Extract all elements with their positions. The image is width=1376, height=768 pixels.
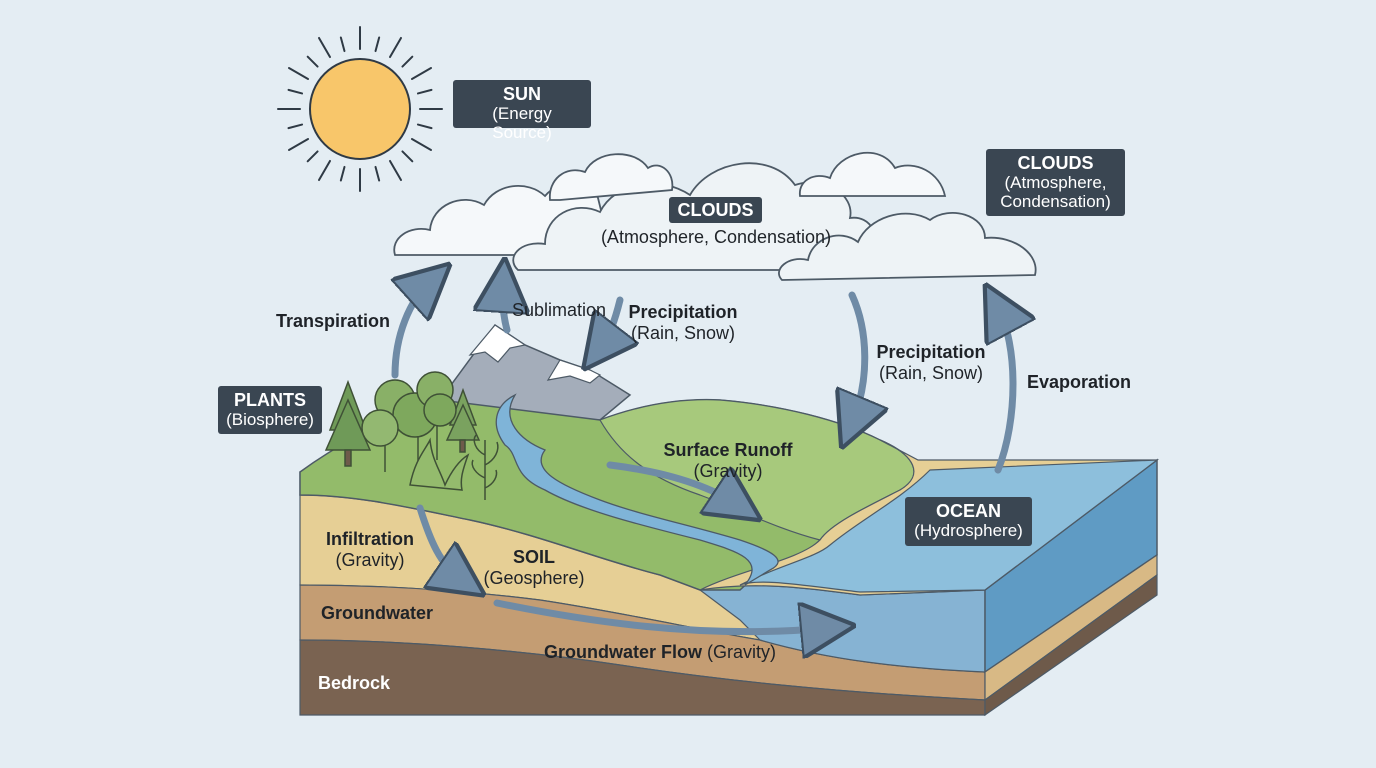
clouds-right-tag-line1: (Atmosphere, xyxy=(1004,173,1107,193)
sun-ray xyxy=(287,123,304,130)
clouds-right-tag-line2: Condensation) xyxy=(1000,192,1111,212)
sun-ray xyxy=(287,67,310,80)
sun-ray xyxy=(287,138,310,151)
sun-ray xyxy=(389,159,402,182)
transpiration-arrow xyxy=(395,282,430,379)
cloud-icon xyxy=(778,212,1037,281)
plants-tag: PLANTS (Biosphere) xyxy=(218,386,322,434)
sublimation-label: Sublimation xyxy=(511,300,607,320)
sun-icon xyxy=(277,26,443,192)
groundwater-flow-title: Groundwater Flow xyxy=(544,642,703,662)
groundwater-label: Groundwater xyxy=(320,603,433,623)
surface-runoff-label: Surface Runoff (Gravity) xyxy=(663,440,793,481)
river xyxy=(495,393,779,586)
infiltration-arrow xyxy=(416,504,462,580)
sun-ray xyxy=(401,55,414,68)
sun-ray xyxy=(339,165,346,182)
evaporation-label: Evaporation xyxy=(1026,372,1132,392)
sun-ray xyxy=(410,67,433,80)
precipitation-arrow-mountain xyxy=(600,296,620,348)
clouds-right-tag-title: CLOUDS xyxy=(1017,153,1094,173)
cloud-icon xyxy=(799,152,947,197)
sun-ray xyxy=(410,138,433,151)
ocean-body xyxy=(698,458,1158,717)
transpiration-label: Transpiration xyxy=(275,311,391,331)
clouds-center-subtitle: (Atmosphere, Condensation) xyxy=(600,227,832,247)
ocean-tag-subtitle: (Hydrosphere) xyxy=(914,521,1023,541)
sublimation-arrow xyxy=(503,285,507,334)
sun-ray xyxy=(287,88,304,95)
sun-tag: SUN (Energy Source) xyxy=(453,80,591,142)
precipitation-ocean-label: Precipitation (Rain, Snow) xyxy=(876,342,986,383)
sun-tag-subtitle: (Energy Source) xyxy=(492,104,552,143)
infiltration-label: Infiltration (Gravity) xyxy=(326,529,414,570)
groundwater-flow-subtitle: (Gravity) xyxy=(707,642,777,662)
sun-ray xyxy=(389,36,402,59)
sun-ray xyxy=(416,88,433,95)
sun-ray xyxy=(306,150,319,163)
sun-ray xyxy=(401,150,414,163)
ocean-tag-title: OCEAN xyxy=(935,501,1001,521)
ocean-tag: OCEAN (Hydrosphere) xyxy=(905,497,1032,546)
sun-ray xyxy=(374,36,381,53)
groundwater-flow-label: Groundwater Flow (Gravity) xyxy=(544,642,776,663)
sun-ray xyxy=(318,36,331,59)
trees-icon xyxy=(324,371,499,500)
sun-ray xyxy=(416,123,433,130)
sun-ray xyxy=(374,165,381,182)
cloud-icon xyxy=(549,153,674,201)
soil-label: SOIL (Geosphere) xyxy=(483,547,585,588)
clouds-center-tag-title-box: CLOUDS xyxy=(669,197,762,223)
sun-ray xyxy=(318,159,331,182)
flow-arrows xyxy=(395,282,1013,632)
sun-ray xyxy=(339,36,346,53)
sun-ray xyxy=(306,55,319,68)
surface-runoff-arrow xyxy=(606,461,738,505)
bedrock-label: Bedrock xyxy=(318,673,391,693)
plants-tag-subtitle: (Biosphere) xyxy=(226,410,314,430)
precipitation-arrow-ocean xyxy=(852,291,865,423)
sun-tag-title: SUN xyxy=(502,84,541,104)
plants-tag-title: PLANTS xyxy=(234,390,306,410)
precipitation-mountain-label: Precipitation (Rain, Snow) xyxy=(628,302,738,343)
clouds-right-tag: CLOUDS (Atmosphere, Condensation) xyxy=(986,149,1125,216)
groundwater-flow-arrow xyxy=(493,599,828,632)
clouds-center-tag-title: CLOUDS xyxy=(677,200,754,220)
evaporation-arrow xyxy=(998,308,1013,474)
